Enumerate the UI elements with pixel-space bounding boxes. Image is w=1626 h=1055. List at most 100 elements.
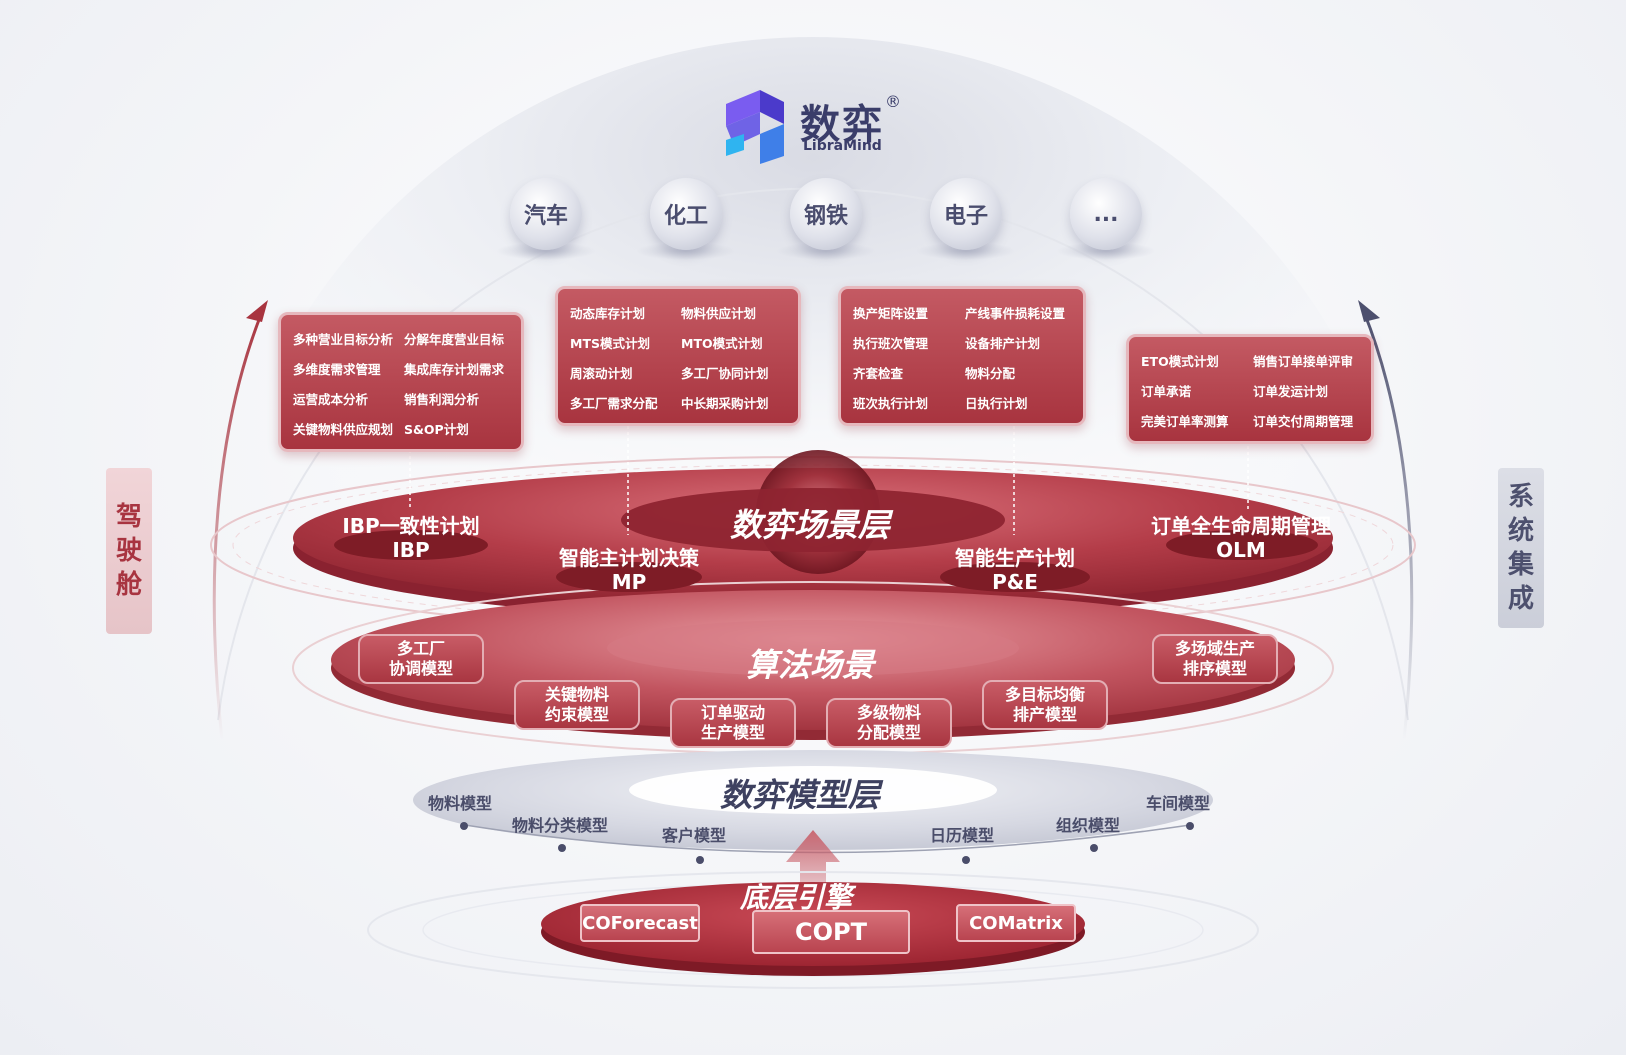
card-item: ETO模式计划 xyxy=(1141,354,1219,369)
card-item: 多工厂协同计划 xyxy=(681,366,769,381)
engine-coforecast: COForecast xyxy=(580,904,700,942)
card-item: 多工厂需求分配 xyxy=(570,396,658,411)
card-item: 订单承诺 xyxy=(1141,384,1192,399)
model-workshop: 车间模型 xyxy=(1146,794,1211,813)
algo-line: 多级物料 xyxy=(856,703,921,722)
mp-code-pill xyxy=(556,562,702,592)
card-pe-functions: 换产矩阵设置 产线事件损耗设置 执行班次管理 设备排产计划 齐套检查 物料分配 … xyxy=(838,286,1086,426)
card-item: MTS模式计划 xyxy=(570,336,650,351)
scene-mp-code: MP xyxy=(611,570,647,594)
model-dot xyxy=(962,856,970,864)
card-item: 多种营业目标分析 xyxy=(293,332,394,347)
card-ibp-functions: 多种营业目标分析 分解年度营业目标 多维度需求管理 集成库存计划需求 运营成本分… xyxy=(278,312,524,452)
card-item: 订单发运计划 xyxy=(1253,384,1329,399)
brand-name: 数弈 xyxy=(800,102,884,148)
brand-name-en: LibraMind xyxy=(803,138,882,154)
card-item: 中长期采购计划 xyxy=(681,396,769,411)
algo-multi-factory: 多工厂协调模型 xyxy=(358,634,484,684)
card-item: 分解年度营业目标 xyxy=(404,332,505,347)
scene-pe-code: P&E xyxy=(992,570,1038,594)
pe-code-pill xyxy=(940,562,1090,592)
card-item: 销售利润分析 xyxy=(404,392,480,407)
algo-multi-field: 多场域生产排序模型 xyxy=(1152,634,1278,684)
scene-ibp-title: IBP一致性计划 xyxy=(342,514,480,538)
card-item: 销售订单接单评审 xyxy=(1253,354,1354,369)
card-item: 订单交付周期管理 xyxy=(1253,414,1354,429)
algo-line: 多目标均衡 xyxy=(1004,685,1085,704)
model-dot xyxy=(1090,844,1098,852)
brand-registered: ® xyxy=(885,92,901,111)
cockpit-char: 驾 xyxy=(115,502,142,532)
algo-line: 分配模型 xyxy=(856,723,921,742)
model-material: 物料模型 xyxy=(428,794,493,813)
integration-char: 统 xyxy=(1507,516,1534,546)
integration-char: 成 xyxy=(1507,584,1534,614)
algo-line: 排序模型 xyxy=(1182,659,1247,678)
card-item: MTO模式计划 xyxy=(681,336,763,351)
card-item: 执行班次管理 xyxy=(853,336,929,351)
algo-line: 多工厂 xyxy=(396,639,445,658)
algo-order-driven: 订单驱动生产模型 xyxy=(670,698,796,748)
card-mp-functions: 动态库存计划 物料供应计划 MTS模式计划 MTO模式计划 周滚动计划 多工厂协… xyxy=(555,286,801,426)
scene-mp-title: 智能主计划决策 xyxy=(559,546,699,570)
card-item: 动态库存计划 xyxy=(570,306,646,321)
industry-base xyxy=(496,242,596,260)
industry-chemical: 化工 xyxy=(650,178,722,250)
industry-base xyxy=(636,242,736,260)
card-item: 运营成本分析 xyxy=(293,392,369,407)
algo-line: 生产模型 xyxy=(700,723,765,742)
system-integration-tag: 系 统 集 成 xyxy=(1498,468,1544,628)
card-item: 完美订单率测算 xyxy=(1141,414,1229,429)
cockpit-tag: 驾 驶 舱 xyxy=(106,468,152,634)
integration-char: 集 xyxy=(1507,550,1534,580)
model-layer-title: 数弈模型层 xyxy=(720,776,881,814)
model-dot xyxy=(460,822,468,830)
integration-char: 系 xyxy=(1507,482,1534,512)
card-item: 多维度需求管理 xyxy=(293,362,381,377)
algo-line: 多场域生产 xyxy=(1174,639,1255,658)
card-item: 换产矩阵设置 xyxy=(853,306,929,321)
industry-base xyxy=(916,242,1016,260)
algo-line: 排产模型 xyxy=(1012,705,1077,724)
olm-code-pill xyxy=(1166,530,1318,560)
algo-multi-level-material: 多级物料分配模型 xyxy=(826,698,952,748)
model-dot xyxy=(1186,822,1194,830)
model-organization: 组织模型 xyxy=(1056,816,1121,835)
algo-line: 约束模型 xyxy=(544,705,609,724)
cockpit-char: 舱 xyxy=(115,570,142,600)
card-item: 关键物料供应规划 xyxy=(293,422,394,437)
card-item: 集成库存计划需求 xyxy=(404,362,505,377)
model-material-category: 物料分类模型 xyxy=(512,816,609,835)
card-item: 齐套检查 xyxy=(853,366,904,381)
card-item: S&OP计划 xyxy=(404,422,469,437)
industry-more: ... xyxy=(1070,178,1142,250)
card-item: 设备排产计划 xyxy=(965,336,1041,351)
card-item: 日执行计划 xyxy=(965,396,1028,411)
algo-line: 关键物料 xyxy=(544,685,609,704)
card-item: 产线事件损耗设置 xyxy=(965,306,1066,321)
algo-line: 协调模型 xyxy=(388,659,453,678)
engine-copt: COPT xyxy=(752,910,910,954)
industry-base xyxy=(776,242,876,260)
algo-line: 订单驱动 xyxy=(700,703,765,722)
card-item: 物料分配 xyxy=(965,366,1016,381)
scene-ibp-code: IBP xyxy=(392,538,430,562)
engine-comatrix: COMatrix xyxy=(956,904,1076,942)
card-item: 物料供应计划 xyxy=(681,306,757,321)
scene-olm-code: OLM xyxy=(1216,538,1266,562)
algo-multi-objective: 多目标均衡排产模型 xyxy=(982,680,1108,730)
scene-layer-title: 数弈场景层 xyxy=(730,506,891,544)
industry-steel: 钢铁 xyxy=(790,178,862,250)
algorithm-layer-title: 算法场景 xyxy=(746,646,875,684)
engine-layer-title: 底层引擎 xyxy=(740,881,853,914)
model-dot xyxy=(558,844,566,852)
card-item: 周滚动计划 xyxy=(570,366,633,381)
industry-base xyxy=(1056,242,1156,260)
cockpit-char: 驶 xyxy=(115,536,142,566)
model-calendar: 日历模型 xyxy=(930,826,995,845)
ibp-code-pill xyxy=(334,530,488,560)
algo-key-material: 关键物料约束模型 xyxy=(514,680,640,730)
card-item: 班次执行计划 xyxy=(853,396,929,411)
industry-auto: 汽车 xyxy=(510,178,582,250)
